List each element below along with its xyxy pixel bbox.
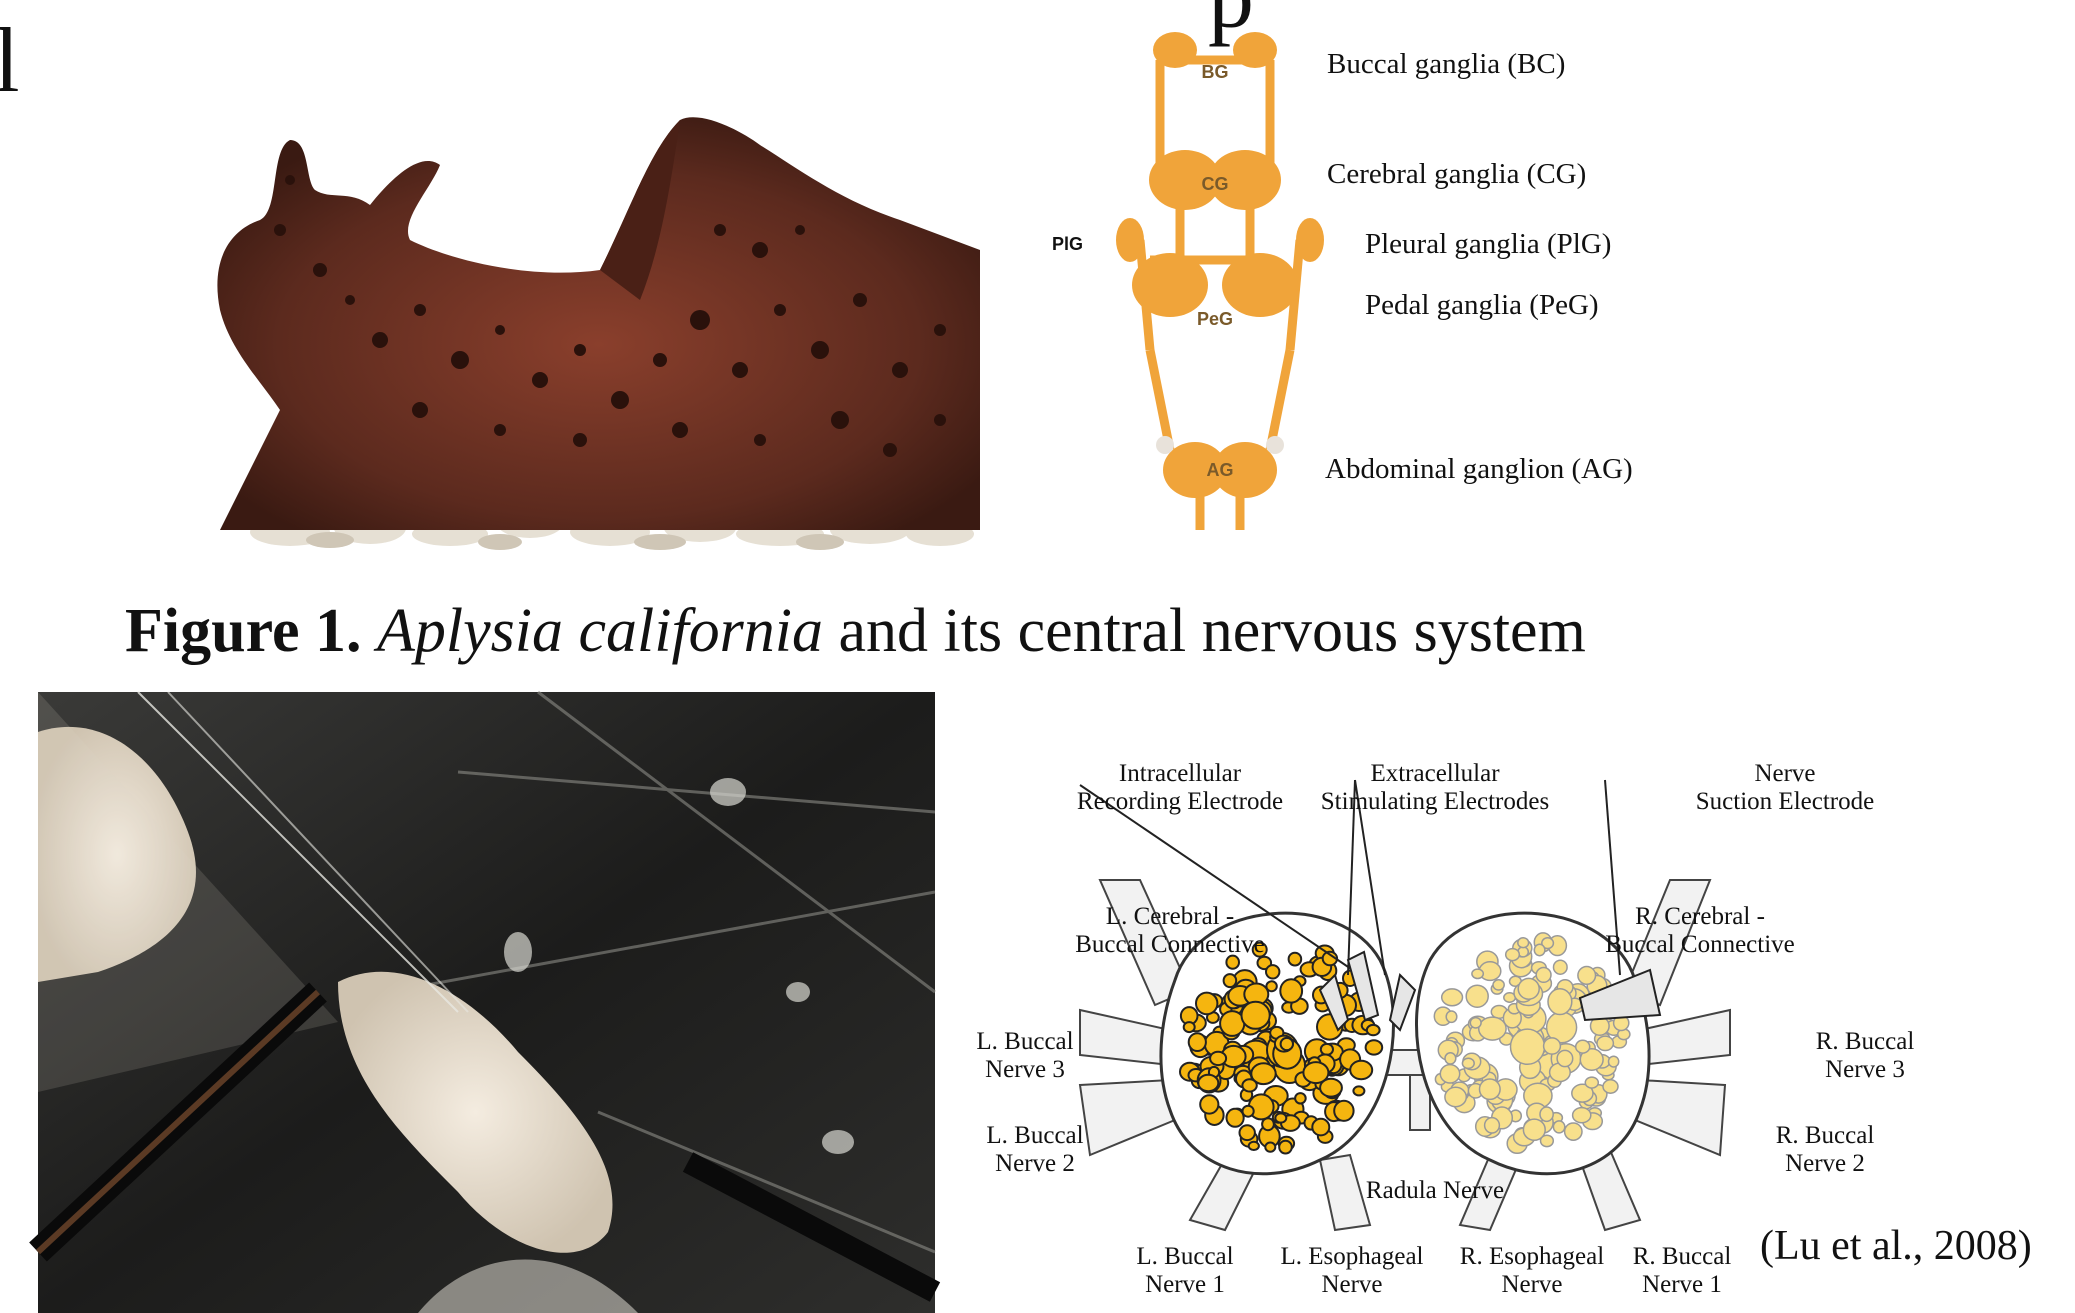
l-buccal-nerve-2-label: L. Buccal Nerve 2 [975,1122,1095,1179]
figure-number: Figure 1. [125,597,362,665]
neuron-cell [1279,1141,1292,1154]
r-esophageal-nerve-label: R. Esophageal Nerve [1452,1243,1612,1300]
l-cerebral-buccal-connective-label: L. Cerebral - Buccal Connective [1070,903,1270,960]
r-buccal-nerve-1-label: R. Buccal Nerve 1 [1622,1243,1742,1300]
slide-title-fragment-left: l [0,14,20,106]
neuron-cell [1472,969,1483,978]
neuron-cell [1366,1040,1383,1054]
ag-label: AG [1207,460,1234,480]
abdominal-ganglion-label: Abdominal ganglion (AG) [1325,453,1633,486]
neuron-cell [1312,1119,1329,1136]
neuron-cell [1445,1053,1456,1064]
neuron-cell [1506,949,1520,961]
neuron-cell [1553,1121,1564,1133]
citation: (Lu et al., 2008) [1760,1222,2032,1270]
neuron-cell [1446,1011,1457,1022]
neuron-cell [1321,1044,1333,1055]
l-buccal-nerve-3-label: L. Buccal Nerve 3 [965,1028,1085,1085]
neuron-cell [1557,1050,1573,1066]
bg-label: BG [1202,62,1229,82]
aplysia-photo [200,110,980,550]
neuron-cell [1466,985,1488,1007]
neuron-cell [1609,1056,1619,1067]
neuron-cell [1493,980,1504,990]
ganglion-preparation-photo [38,692,935,1313]
cerebral-ganglia-label: Cerebral ganglia (CG) [1327,158,1586,191]
neuron-cell [1470,1018,1481,1028]
neuron-cell [1334,1101,1353,1121]
neuron-cell [1578,967,1596,985]
extracellular-electrode-label: Extracellular Stimulating Electrodes [1310,760,1560,817]
peg-label: PeG [1197,309,1233,329]
neuron-cell [1554,960,1568,974]
plg-side-label: PlG [1052,234,1083,255]
neuron-cell [1249,1142,1259,1150]
neuron-cell [1544,1038,1561,1054]
neuron-cell [1511,1029,1545,1064]
neuron-cell [1573,1108,1591,1123]
buccal-ganglia-label: Buccal ganglia (BC) [1327,48,1565,81]
neuron-cell [1445,1087,1466,1106]
neuron-cell [1565,1123,1582,1140]
neuron-cell [1479,1017,1506,1040]
neuron-cell [1540,1107,1553,1121]
neuron-cell [1462,1058,1474,1068]
neuron-cell [1184,1022,1195,1032]
neuron-cell [1350,1061,1372,1079]
neuron-cell [1518,978,1539,999]
neuron-cell [1442,989,1463,1006]
neuron-cell [1534,944,1545,955]
neuron-cell [1603,1080,1618,1093]
neuron-cell [1597,1036,1613,1050]
pleural-ganglia-label: Pleural ganglia (PlG) [1365,228,1611,261]
caption-text: and its central nervous system [823,597,1586,665]
neuron-cell [1275,1113,1286,1122]
neuron-cell [1251,1063,1275,1084]
neuron-cell [1280,979,1302,1002]
cg-label: CG [1202,174,1229,194]
l-buccal-nerve-1-label: L. Buccal Nerve 1 [1125,1243,1245,1300]
r-cerebral-buccal-connective-label: R. Cerebral - Buccal Connective [1600,903,1800,960]
neuron-cell [1480,1079,1501,1099]
cns-diagram: BG CG PeG AG [1110,20,1340,540]
neuron-cell [1485,1118,1500,1133]
neuron-cell [1242,1002,1270,1029]
neuron-cell [1518,938,1529,948]
neuron-cell [1265,1143,1275,1152]
r-buccal-nerve-3-label: R. Buccal Nerve 3 [1805,1028,1925,1085]
neuron-cell [1536,968,1551,983]
neuron-cell [1200,1095,1218,1113]
neuron-cell [1367,1025,1380,1035]
neuron-cell [1266,965,1279,978]
neuron-cell [1295,1093,1306,1103]
suction-electrode-label: Nerve Suction Electrode [1680,760,1890,817]
neuron-cell [1189,1033,1206,1051]
neuron-cell [1576,1040,1590,1053]
neuron-cell [1523,1119,1545,1140]
intracellular-electrode-label: Intracellular Recording Electrode [1070,760,1290,817]
radula-nerve-label: Radula Nerve [1355,1177,1515,1205]
neuron-cell [1353,1086,1364,1095]
neuron-cell [1224,974,1237,987]
neuron-cell [1198,1075,1218,1091]
neuron-cell [1548,989,1572,1015]
r-buccal-nerve-2-label: R. Buccal Nerve 2 [1765,1122,1885,1179]
neuron-cell [1243,1106,1254,1117]
neuron-cell [1240,1125,1255,1140]
species-name: Aplysia california [377,597,823,665]
neuron-cell [1196,993,1217,1015]
figure-caption: Figure 1. Aplysia california and its cen… [125,600,1586,662]
l-esophageal-nerve-label: L. Esophageal Nerve [1272,1243,1432,1300]
neuron-cell [1289,953,1302,966]
neuron-cell [1210,1052,1226,1065]
pedal-ganglia-label: Pedal ganglia (PeG) [1365,289,1599,322]
neuron-cell [1440,1065,1459,1083]
neuron-cell [1303,1062,1328,1083]
neuron-cell [1585,1077,1598,1088]
neuron-cell [1281,1038,1293,1050]
neuron-cell [1227,1109,1244,1127]
